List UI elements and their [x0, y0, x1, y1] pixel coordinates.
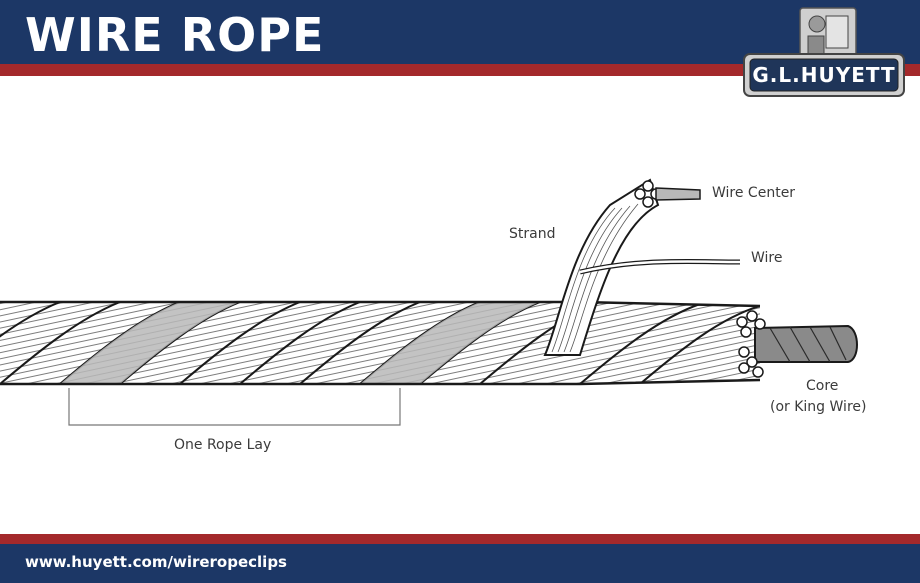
label-wire: Wire — [751, 250, 783, 266]
strand-end — [634, 180, 662, 208]
core — [754, 324, 858, 363]
label-one-rope-lay: One Rope Lay — [174, 437, 272, 453]
rope-body — [0, 302, 760, 384]
shaded-strand-1 — [60, 302, 240, 384]
rope-lay-bracket — [68, 388, 401, 426]
label-wire-center: Wire Center — [712, 185, 796, 201]
shaded-strand-2 — [360, 302, 540, 384]
label-strand: Strand — [509, 226, 556, 242]
label-core: Core — [806, 378, 839, 394]
footer-url-link[interactable]: www.huyett.com/wireropeclips — [25, 553, 287, 571]
footer-band — [0, 544, 920, 583]
label-core-subtitle: (or King Wire) — [770, 399, 867, 415]
wire-center-rod — [655, 187, 701, 201]
gl-huyett-logo: G.L.HUYETT — [743, 7, 905, 97]
rope-end-wires — [736, 310, 766, 378]
logo-text: G.L.HUYETT — [752, 63, 895, 87]
page-title: WIRE ROPE — [25, 8, 325, 62]
header-stripe — [0, 64, 920, 76]
footer-stripe — [0, 534, 920, 544]
